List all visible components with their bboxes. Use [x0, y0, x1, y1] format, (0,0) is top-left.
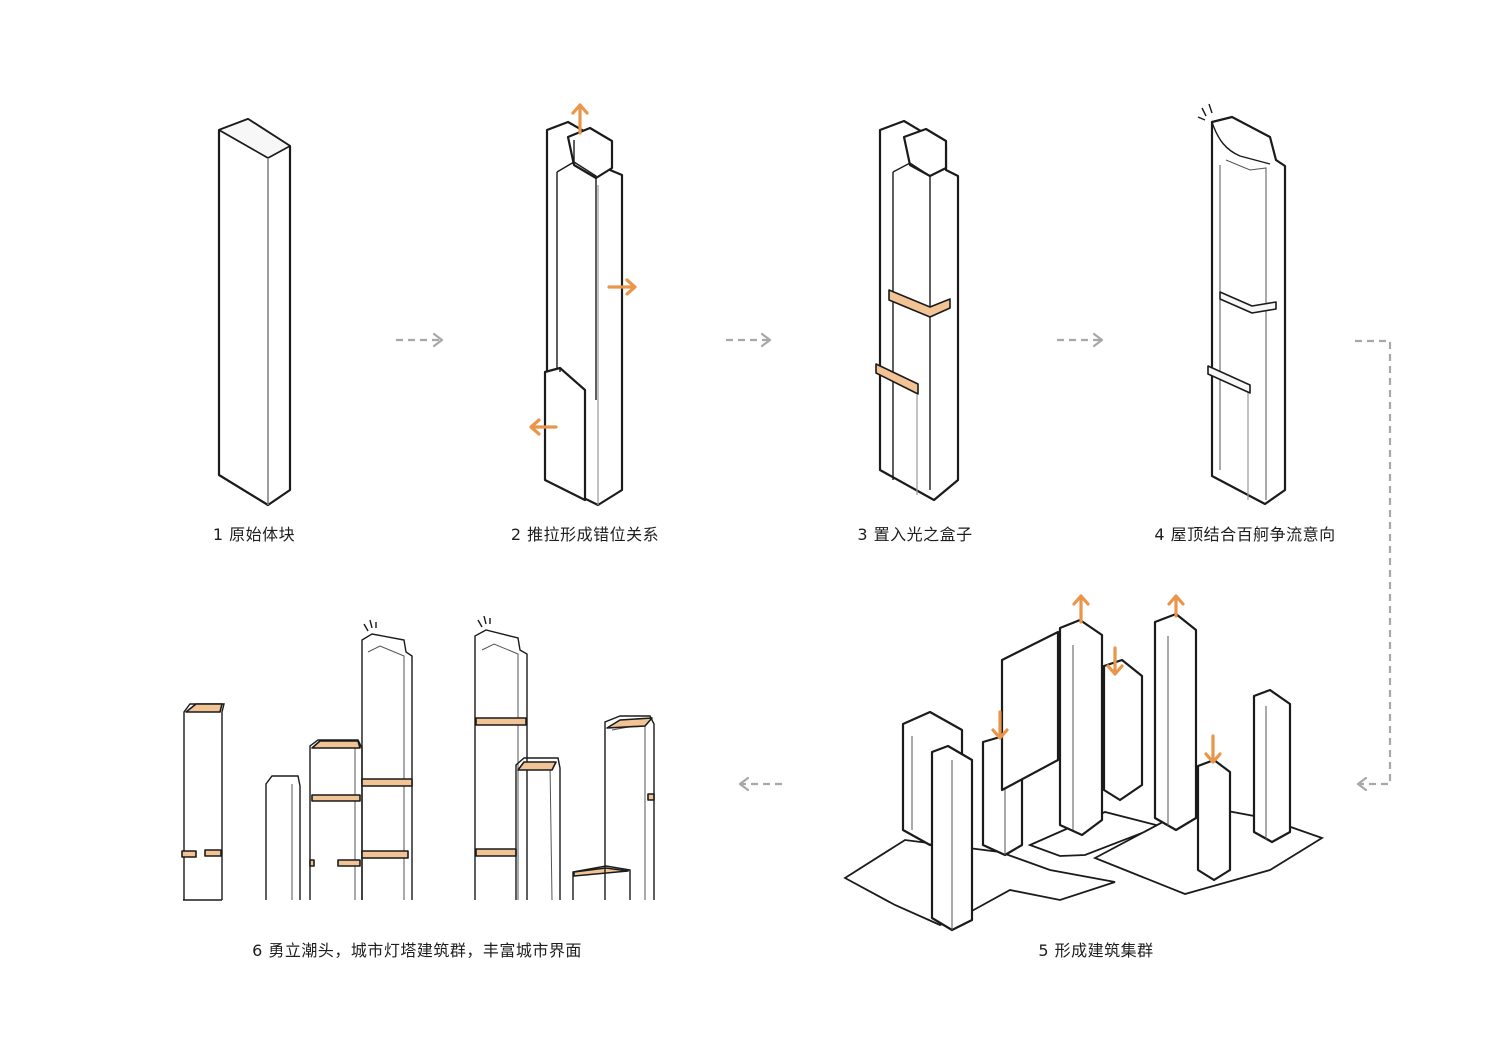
- flow-arrow-5-6: [738, 776, 782, 792]
- skyline-tower: [604, 715, 655, 900]
- skyline-tower: [181, 703, 225, 900]
- step3-building: [875, 119, 960, 502]
- spark-icon: [477, 615, 491, 628]
- step2-building: [543, 120, 624, 507]
- skyline-tower: [474, 615, 528, 900]
- step6-caption: 6 勇立潮头，城市灯塔建筑群，丰富城市界面: [252, 941, 582, 960]
- skyline-tower: [572, 865, 631, 900]
- skyline-tower: [265, 775, 301, 900]
- skyline-tower: [309, 739, 363, 900]
- up-arrow-icon: [571, 103, 589, 135]
- step1-caption: 1 原始体块: [212, 525, 296, 544]
- step5-cluster: [843, 594, 1325, 932]
- step1-building: [217, 117, 292, 507]
- right-arrow-icon: [607, 278, 637, 296]
- step2-push-arrows: [529, 103, 637, 436]
- flow-arrow-1-2: [396, 332, 444, 348]
- skyline-tower: [361, 619, 413, 900]
- down-arrow-icon: [991, 710, 1009, 740]
- flow-arrow-2-3: [726, 332, 772, 348]
- step6-skyline: [181, 615, 655, 901]
- spark-icon: [363, 619, 377, 632]
- cluster-arrows: [991, 594, 1222, 764]
- flow-arrow-4-5: [1355, 339, 1392, 792]
- up-arrow-icon: [1167, 594, 1185, 618]
- flow-arrow-3-4: [1057, 332, 1104, 348]
- spark-icon: [1197, 103, 1213, 121]
- step5-caption: 5 形成建筑集群: [1038, 941, 1154, 960]
- step2-caption: 2 推拉形成错位关系: [510, 525, 660, 544]
- step4-caption: 4 屋顶结合百舸争流意向: [1154, 525, 1336, 544]
- down-arrow-icon: [1204, 734, 1222, 764]
- step3-caption: 3 置入光之盒子: [857, 525, 973, 544]
- skyline-tower: [515, 757, 561, 901]
- step4-building: [1197, 103, 1287, 506]
- left-arrow-icon: [529, 418, 558, 436]
- down-arrow-icon: [1106, 646, 1124, 676]
- up-arrow-icon: [1072, 594, 1090, 624]
